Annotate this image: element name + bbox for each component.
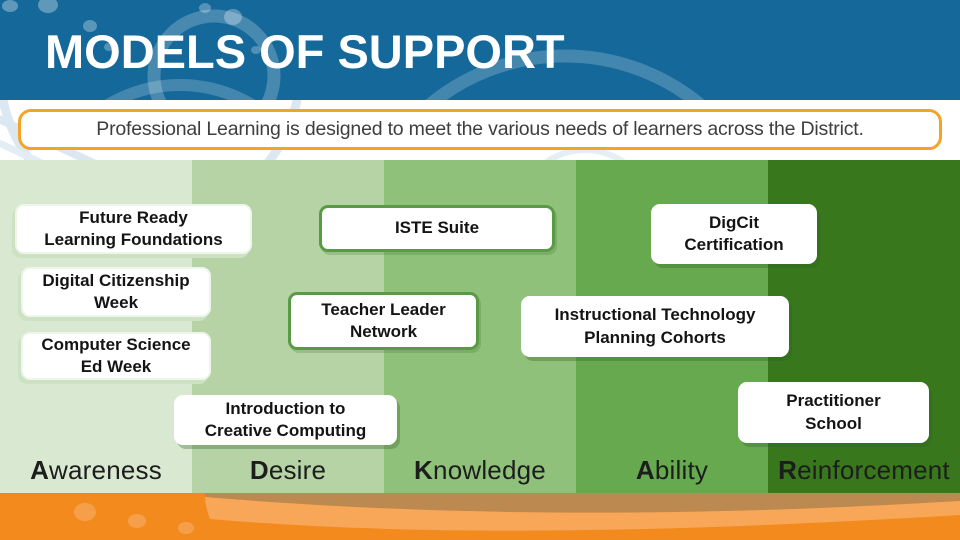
label-initial: A: [30, 455, 50, 485]
subtitle-box: Professional Learning is designed to mee…: [18, 109, 942, 150]
label-rest: bility: [654, 455, 709, 485]
program-box-instructional-technology-planning-cohorts: Instructional Technology Planning Cohort…: [521, 296, 789, 357]
column-label-reinforcement: Reinforcement: [768, 455, 960, 486]
label-initial: D: [249, 455, 269, 485]
column-label-desire: Desire: [192, 455, 384, 486]
footer-swirl-decoration: [74, 493, 960, 534]
footer: [0, 493, 960, 540]
label-rest: wareness: [49, 455, 162, 485]
column-label-awareness: Awareness: [0, 455, 192, 486]
label-rest: nowledge: [433, 455, 546, 485]
program-box-iste-suite: ISTE Suite: [319, 205, 555, 252]
subtitle-text: Professional Learning is designed to mee…: [96, 118, 864, 140]
label-initial: K: [414, 455, 434, 485]
program-box-future-ready-learning-foundations: Future Ready Learning Foundations: [15, 204, 252, 254]
program-box-computer-science-ed-week: Computer Science Ed Week: [21, 332, 211, 380]
program-box-digcit-certification: DigCit Certification: [651, 204, 817, 264]
label-initial: R: [778, 455, 798, 485]
label-rest: esire: [268, 455, 327, 485]
label-initial: A: [635, 455, 655, 485]
page-title: MODELS OF SUPPORT: [45, 25, 565, 78]
label-rest: einforcement: [797, 455, 950, 485]
column-label-ability: Ability: [576, 455, 768, 486]
column-label-knowledge: Knowledge: [384, 455, 576, 486]
program-box-digital-citizenship-week: Digital Citizenship Week: [21, 267, 211, 317]
program-box-practitioner-school: Practitioner School: [738, 382, 929, 443]
header: MODELS OF SUPPORT: [0, 0, 960, 100]
program-box-teacher-leader-network: Teacher Leader Network: [288, 292, 479, 350]
header-swirl-decoration: [2, 0, 705, 100]
program-box-introduction-to-creative-computing: Introduction to Creative Computing: [174, 395, 397, 445]
